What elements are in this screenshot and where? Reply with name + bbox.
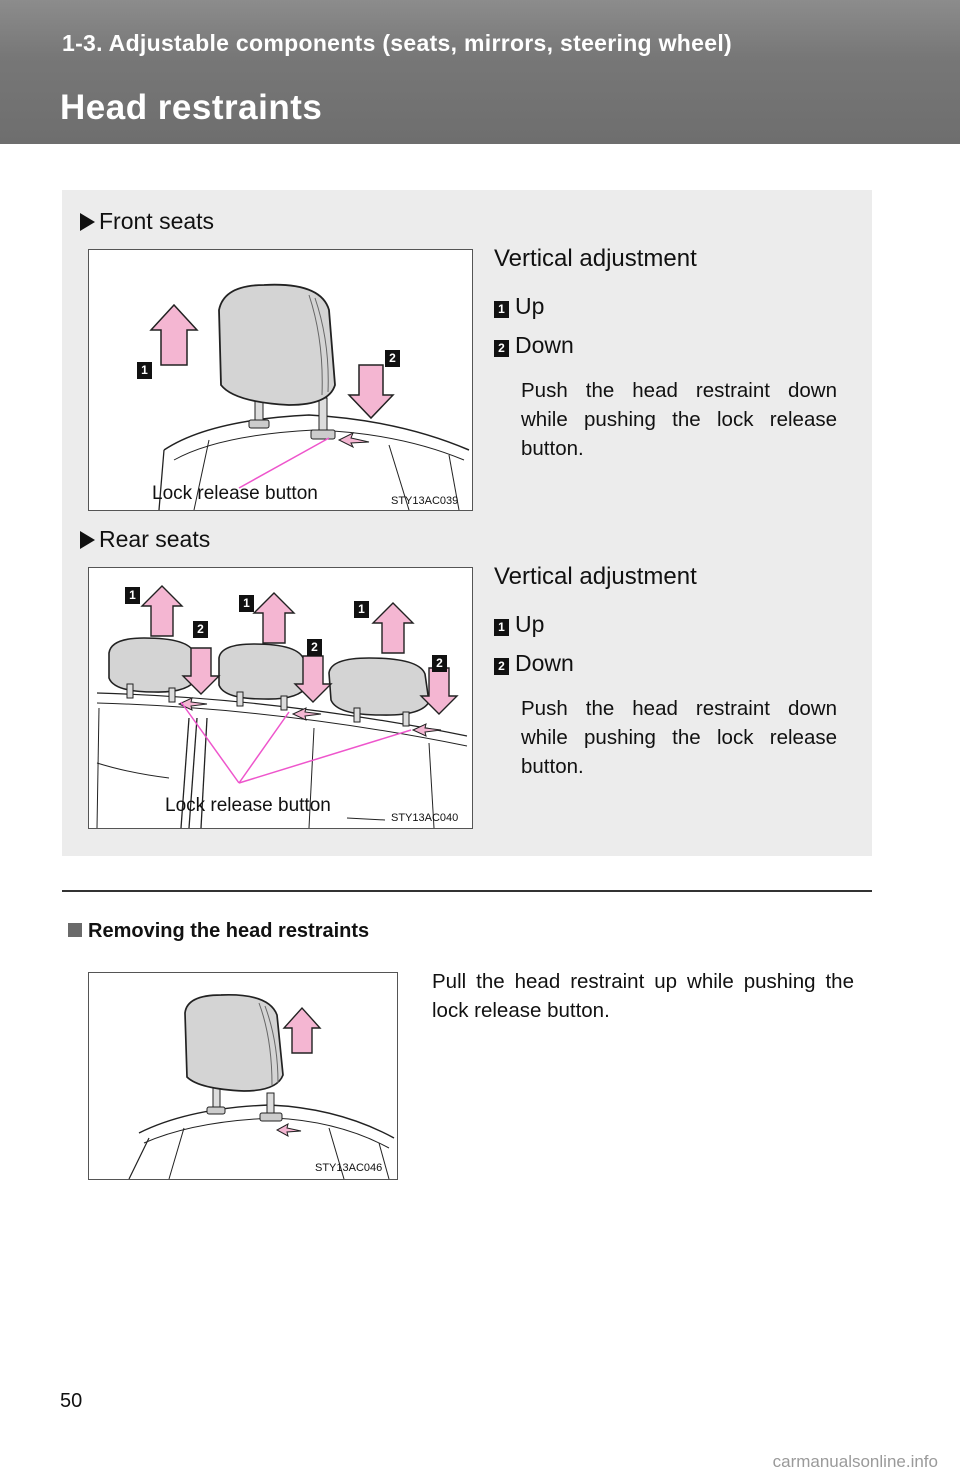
rear-lock-release-callout: Lock release button — [165, 795, 331, 816]
down-badge: 2 — [432, 655, 447, 672]
rear-step-down: 2 Down — [494, 650, 574, 677]
rear-step-up: 1 Up — [494, 611, 544, 638]
triangle-bullet-icon — [80, 213, 95, 231]
square-bullet-icon — [68, 923, 82, 937]
step-number-badge: 2 — [494, 658, 509, 675]
removing-heading-text: Removing the head restraints — [88, 920, 370, 942]
up-badge: 1 — [125, 587, 140, 604]
step-text: Up — [515, 293, 545, 319]
front-seat-figure: 1 2 Lock release button STY13AC039 — [88, 249, 473, 511]
front-seats-label: Front seats — [80, 208, 214, 235]
page-header: 1-3. Adjustable components (seats, mirro… — [0, 0, 960, 144]
step-number-badge: 2 — [494, 340, 509, 357]
page-number: 50 — [60, 1390, 83, 1412]
step-number-badge: 1 — [494, 619, 509, 636]
watermark: carmanualsonline.info — [772, 1452, 938, 1471]
rear-description: Push the head restraint down while pushi… — [521, 697, 837, 778]
step-text: Up — [515, 611, 545, 637]
section-divider — [62, 890, 872, 892]
rear-seat-illustration — [96, 585, 468, 828]
step-text: Down — [515, 650, 574, 676]
rear-figure-code: STY13AC040 — [391, 812, 459, 824]
removing-illustration — [128, 994, 395, 1179]
front-figure-code: STY13AC039 — [391, 495, 459, 507]
removing-heading: Removing the head restraints — [68, 920, 369, 943]
removing-figure: STY13AC046 — [88, 972, 398, 1180]
section-title: 1-3. Adjustable components (seats, mirro… — [62, 30, 732, 56]
front-vertical-adjustment-heading: Vertical adjustment — [494, 245, 697, 272]
step-number-badge: 1 — [494, 301, 509, 318]
removing-figure-code: STY13AC046 — [315, 1162, 383, 1174]
front-seat-illustration — [149, 283, 470, 510]
rear-seat-figure: 1 1 1 2 2 2 Lock release button STY13AC0… — [88, 567, 473, 829]
up-badge: 1 — [137, 362, 152, 379]
page-title: Head restraints — [60, 88, 323, 127]
up-badge: 1 — [354, 601, 369, 618]
triangle-bullet-icon — [80, 531, 95, 549]
up-badge: 1 — [239, 595, 254, 612]
front-seats-label-text: Front seats — [99, 208, 215, 234]
rear-vertical-adjustment-heading: Vertical adjustment — [494, 563, 697, 590]
adjustment-panel: Front seats — [62, 190, 872, 856]
down-badge: 2 — [193, 621, 208, 638]
front-step-down: 2 Down — [494, 332, 574, 359]
down-badge: 2 — [307, 639, 322, 656]
down-badge: 2 — [385, 350, 400, 367]
rear-seats-label-text: Rear seats — [99, 526, 211, 552]
front-lock-release-callout: Lock release button — [152, 483, 318, 504]
front-step-up: 1 Up — [494, 293, 544, 320]
step-text: Down — [515, 332, 574, 358]
rear-seats-label: Rear seats — [80, 526, 210, 553]
removing-description: Pull the head restraint up while pushing… — [432, 970, 854, 1022]
front-description: Push the head restraint down while pushi… — [521, 379, 837, 460]
